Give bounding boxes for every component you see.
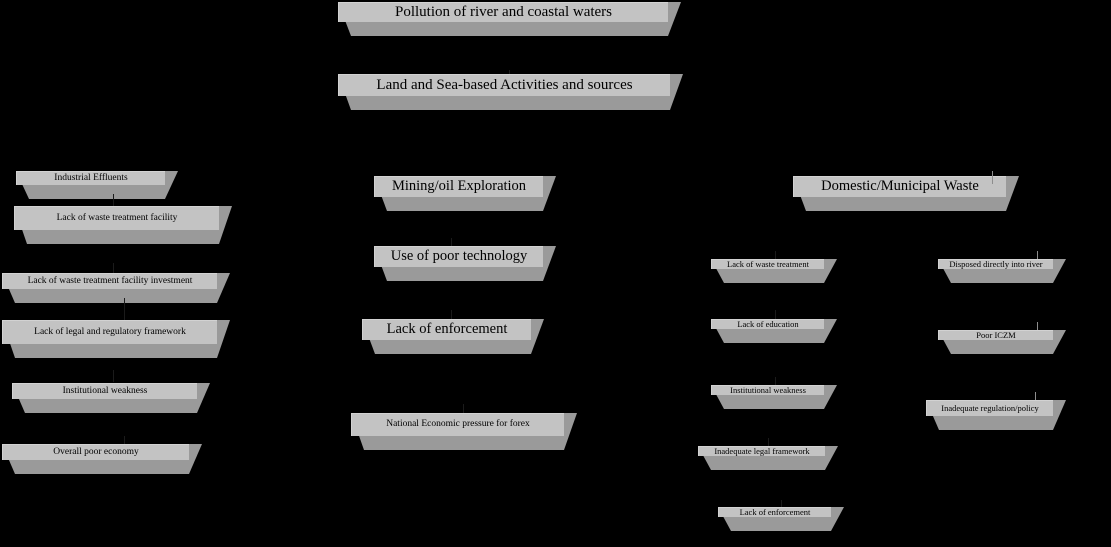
node-pollution-of-river-and-coastal-waters[interactable]: Pollution of river and coastal waters bbox=[338, 2, 681, 36]
connector-industrial-1 bbox=[113, 194, 114, 206]
node-lack-of-waste-treatment-facility-investment[interactable]: Lack of waste treatment facility investm… bbox=[2, 273, 230, 303]
node-label: National Economic pressure for forex bbox=[351, 413, 564, 436]
node-domestic-municipal-waste[interactable]: Domestic/Municipal Waste bbox=[793, 176, 1019, 211]
connector-industrial-5 bbox=[124, 436, 125, 446]
node-label: Lack of education bbox=[711, 319, 824, 329]
node-industrial-effluents[interactable]: Industrial Effluents bbox=[16, 171, 178, 199]
connector-mining-2 bbox=[451, 310, 452, 320]
node-label: Lack of waste treatment bbox=[711, 259, 824, 269]
connector-domestic-right-2 bbox=[1037, 322, 1038, 331]
node-lack-of-waste-treatment[interactable]: Lack of waste treatment bbox=[711, 259, 837, 283]
node-overall-poor-economy[interactable]: Overall poor economy bbox=[2, 444, 202, 474]
node-label: Lack of waste treatment facility investm… bbox=[2, 273, 217, 289]
node-lack-of-waste-treatment-facility[interactable]: Lack of waste treatment facility bbox=[14, 206, 232, 244]
connector-domestic-left-1 bbox=[775, 251, 776, 261]
node-inadequate-legal-framework[interactable]: Inadequate legal framework bbox=[698, 446, 838, 470]
connector-domestic-left-3 bbox=[775, 377, 776, 387]
node-label: Land and Sea-based Activities and source… bbox=[338, 74, 670, 96]
connector-domestic-right-3 bbox=[1035, 392, 1036, 401]
node-poor-iczm[interactable]: Poor ICZM bbox=[938, 330, 1066, 354]
node-label: Mining/oil Exploration bbox=[374, 176, 543, 197]
node-label: Lack of enforcement bbox=[718, 507, 831, 517]
node-lack-of-enforcement-mining[interactable]: Lack of enforcement bbox=[362, 319, 544, 354]
node-label: Pollution of river and coastal waters bbox=[338, 2, 668, 22]
node-inadequate-regulation-policy[interactable]: Inadequate regulation/policy bbox=[926, 400, 1066, 430]
node-lack-of-education[interactable]: Lack of education bbox=[711, 319, 837, 343]
connector-domestic-left-4 bbox=[768, 438, 769, 448]
node-label: Domestic/Municipal Waste bbox=[793, 176, 1006, 197]
node-institutional-weakness-domestic[interactable]: Institutional weakness bbox=[711, 385, 837, 409]
node-label: Disposed directly into river bbox=[938, 259, 1053, 269]
node-label: Lack of enforcement bbox=[362, 319, 531, 340]
node-label: Lack of legal and regulatory framework bbox=[2, 320, 217, 344]
connector-mining-1 bbox=[451, 238, 452, 248]
connector-industrial-4 bbox=[113, 370, 114, 382]
node-institutional-weakness-industrial[interactable]: Institutional weakness bbox=[12, 383, 210, 413]
node-label: Inadequate legal framework bbox=[698, 446, 825, 456]
node-label: Institutional weakness bbox=[711, 385, 824, 395]
node-mining-oil-exploration[interactable]: Mining/oil Exploration bbox=[374, 176, 556, 211]
connector-industrial-3 bbox=[124, 298, 125, 320]
node-disposed-directly-into-river[interactable]: Disposed directly into river bbox=[938, 259, 1066, 283]
node-label: Industrial Effluents bbox=[16, 171, 165, 185]
node-label: Lack of waste treatment facility bbox=[14, 206, 219, 230]
connector-industrial-2 bbox=[113, 263, 114, 275]
node-national-economic-pressure-for-forex[interactable]: National Economic pressure for forex bbox=[351, 413, 577, 450]
node-label: Poor ICZM bbox=[938, 330, 1053, 340]
connector-domestic-left-5 bbox=[781, 500, 782, 508]
node-label: Use of poor technology bbox=[374, 246, 543, 267]
node-land-and-sea-based-activities[interactable]: Land and Sea-based Activities and source… bbox=[338, 74, 683, 110]
node-label: Overall poor economy bbox=[2, 444, 189, 460]
node-lack-of-legal-and-regulatory-framework[interactable]: Lack of legal and regulatory framework bbox=[2, 320, 230, 358]
connector-mining-3 bbox=[463, 404, 464, 414]
node-lack-of-enforcement-domestic[interactable]: Lack of enforcement bbox=[718, 507, 844, 531]
connector-domestic-right-1 bbox=[1037, 251, 1038, 260]
connector-domestic-top-stub bbox=[992, 171, 993, 184]
node-label: Institutional weakness bbox=[12, 383, 197, 399]
node-label: Inadequate regulation/policy bbox=[926, 400, 1053, 416]
node-use-of-poor-technology[interactable]: Use of poor technology bbox=[374, 246, 556, 281]
connector-domestic-left-2 bbox=[775, 310, 776, 320]
